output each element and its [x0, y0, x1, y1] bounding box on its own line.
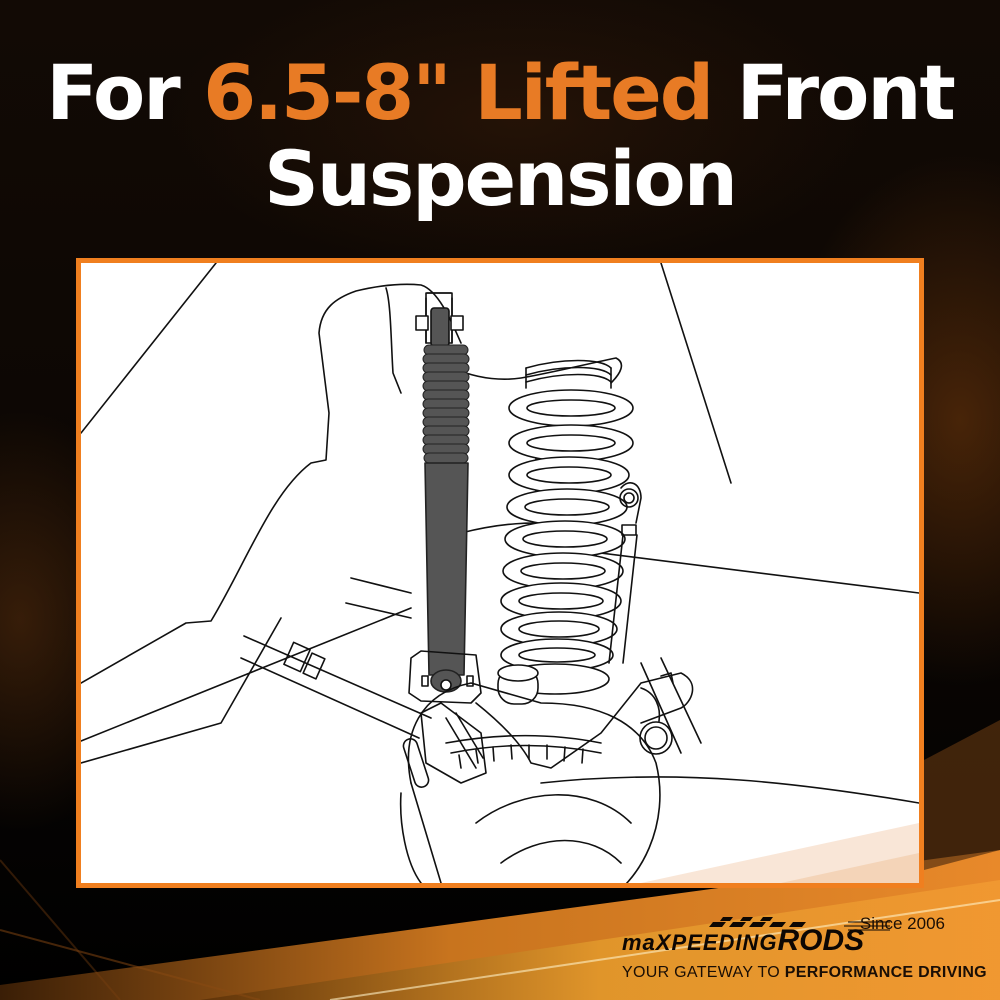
coil-spring-icon	[497, 359, 634, 705]
headline-suffix: Front	[736, 48, 956, 137]
brand-logo: Since 2006 maXPEEDINGRODS YOUR GATEWAY T…	[618, 910, 987, 990]
tagline-bold: PERFORMANCE DRIVING	[784, 964, 987, 981]
suspension-illustration	[81, 263, 919, 883]
brand-wordmark: maXPEEDINGRODS	[622, 924, 864, 958]
brand-tagline: YOUR GATEWAY TO PERFORMANCE DRIVING	[622, 964, 987, 982]
brand-name-rods: RODS	[777, 924, 865, 957]
brake-rotor-icon	[399, 682, 661, 883]
checkered-flag-icon	[709, 917, 890, 931]
floor-line-icon	[540, 776, 919, 804]
brand-name-ma-x: maX	[622, 930, 672, 955]
tagline-regular: YOUR GATEWAY TO	[622, 964, 785, 981]
headline: For 6.5-8" Lifted Front Suspension	[0, 50, 1000, 222]
inner-fender-icon	[81, 283, 462, 684]
headline-prefix: For	[46, 48, 181, 137]
headline-lift-range: 6.5-8" Lifted	[203, 48, 714, 137]
brand-since: Since 2006	[859, 914, 945, 933]
headline-line-1: For 6.5-8" Lifted Front	[0, 50, 1000, 136]
fender-line-icon	[81, 263, 217, 434]
headline-line-2: Suspension	[264, 134, 738, 223]
illustration-frame	[76, 258, 924, 888]
tie-rod-end-icon	[639, 672, 674, 755]
shock-absorber-icon	[408, 292, 482, 704]
brand-name-peeding: PEEDING	[671, 930, 778, 955]
tie-rod-icon	[240, 635, 432, 739]
brake-caliper-icon	[420, 702, 487, 784]
sway-bar-link-icon	[608, 482, 642, 664]
